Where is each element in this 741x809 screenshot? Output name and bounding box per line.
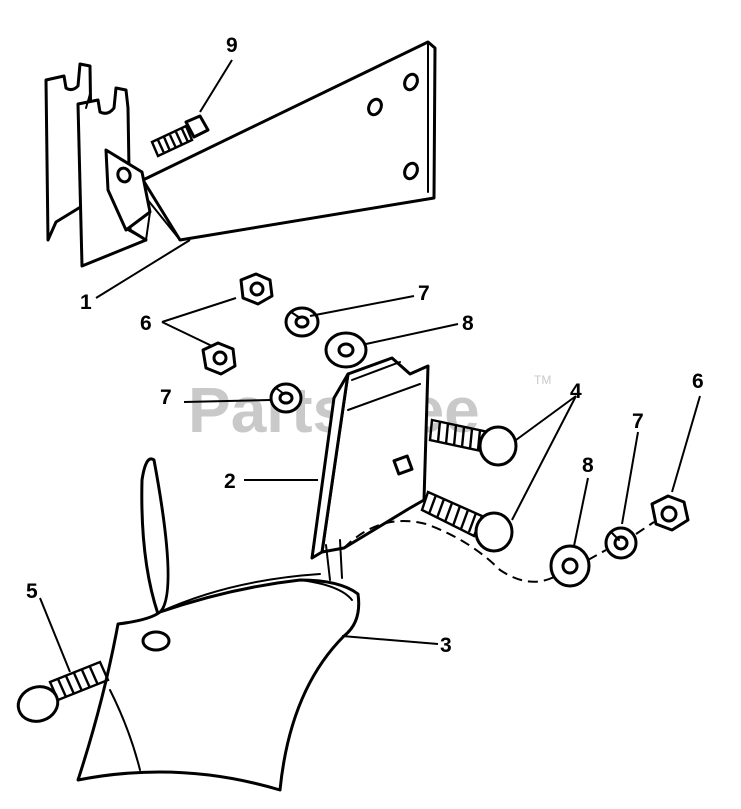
part-7-lock-washer[interactable] (269, 382, 303, 414)
callout-4: 4 (570, 380, 582, 403)
callout-8-top: 8 (462, 312, 474, 335)
part-6-hex-nut[interactable] (239, 272, 274, 306)
callout-6-left: 6 (140, 312, 152, 335)
callouts: 1 2 3 4 5 6 6 7 7 7 8 8 9 (26, 34, 704, 657)
callout-7-right: 7 (632, 410, 644, 433)
part-6-hex-nut[interactable] (201, 341, 237, 376)
part-1-mounting-bracket[interactable] (44, 40, 437, 268)
part-4-carriage-bolt[interactable] (428, 418, 518, 467)
callout-9: 9 (226, 34, 238, 57)
callout-2: 2 (224, 470, 236, 493)
part-3-furrow-blade[interactable] (76, 457, 361, 792)
leader-lines (39, 59, 701, 673)
part-8-flat-washer[interactable] (324, 331, 368, 369)
callout-8-right: 8 (582, 454, 594, 477)
part-7-lock-washer[interactable] (604, 526, 638, 560)
part-7-lock-washer[interactable] (284, 306, 320, 338)
part-8-flat-washer[interactable] (549, 544, 591, 588)
part-9-bolt[interactable] (150, 114, 210, 158)
callout-7-top: 7 (418, 282, 430, 305)
callout-3: 3 (440, 634, 452, 657)
part-5-carriage-bolt[interactable] (14, 660, 110, 726)
watermark-trademark: TM (534, 373, 551, 387)
callout-5: 5 (26, 580, 38, 603)
callout-7-left: 7 (160, 386, 172, 409)
assembly-dashed-line (343, 520, 655, 583)
callout-6-right: 6 (692, 370, 704, 393)
callout-1: 1 (80, 291, 92, 314)
part-2-blade-bracket[interactable] (310, 356, 430, 581)
part-6-hex-nut[interactable] (650, 494, 690, 532)
part-4-carriage-bolt[interactable] (420, 490, 514, 553)
